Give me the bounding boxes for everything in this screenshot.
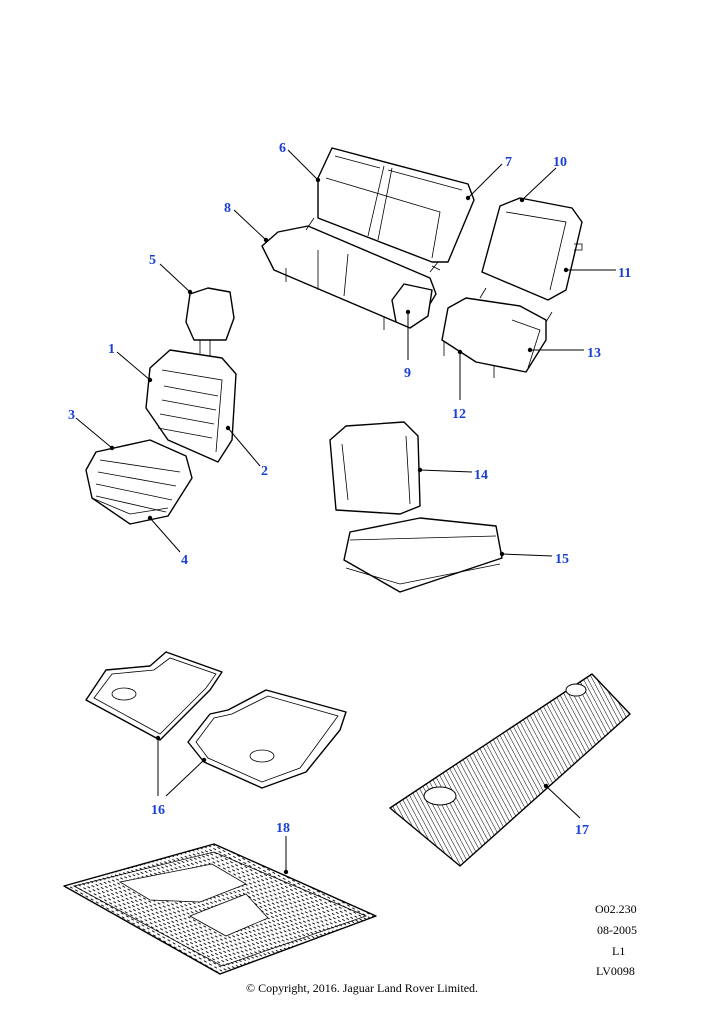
illustration-code: LV0098	[596, 964, 635, 978]
callout-1: 1	[108, 342, 115, 357]
copyright-notice: © Copyright, 2016. Jaguar Land Rover Lim…	[245, 981, 479, 995]
callout-6: 6	[279, 141, 286, 156]
rear-load-mat	[389, 673, 631, 867]
front-floor-mats	[85, 651, 347, 789]
callout-2: 2	[261, 464, 268, 479]
reference-number: O02.230	[595, 902, 637, 916]
leader-lines	[75, 149, 616, 875]
rubber-floor-mat	[63, 843, 377, 975]
callout-12: 12	[452, 407, 466, 422]
callout-labels: 1 2 3 4 5 6 7 8 9 10 11 12 13 14 15 16 1…	[68, 141, 631, 838]
rear-bench-seat	[261, 147, 475, 330]
callout-4: 4	[181, 553, 188, 568]
level-code: L1	[612, 944, 626, 958]
rear-seat-squab	[481, 197, 583, 301]
callout-18: 18	[276, 821, 290, 836]
callout-16: 16	[151, 803, 165, 818]
callout-14: 14	[474, 468, 488, 483]
revision-date: 08-2005	[597, 923, 637, 937]
front-seat-cushion	[85, 439, 193, 525]
callout-7: 7	[505, 155, 512, 170]
callout-9: 9	[404, 366, 411, 381]
rear-seat-cushion	[441, 287, 553, 378]
front-seat-squab	[145, 287, 237, 463]
callout-10: 10	[553, 155, 567, 170]
bench-squab-and-cushion	[329, 421, 503, 593]
callout-11: 11	[618, 266, 631, 281]
callout-8: 8	[224, 201, 231, 216]
callout-17: 17	[575, 823, 589, 838]
callout-5: 5	[149, 253, 156, 268]
callout-15: 15	[555, 552, 569, 567]
callout-3: 3	[68, 408, 75, 423]
callout-13: 13	[587, 346, 601, 361]
